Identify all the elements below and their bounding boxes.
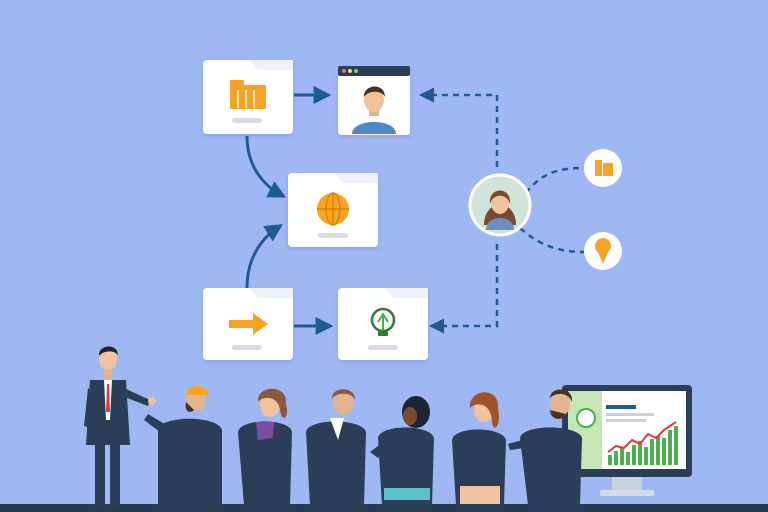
window-dot-yellow [348, 69, 352, 73]
window-dot-green [354, 69, 358, 73]
dashed-hub-to-lightbulb [429, 244, 499, 334]
arrow-right-icon [229, 313, 268, 335]
audience [144, 385, 582, 505]
globe-icon [317, 192, 349, 226]
hub-avatar[interactable] [468, 173, 532, 237]
badge-icon [595, 238, 611, 264]
satellite-badge[interactable] [584, 232, 622, 270]
folder-card-bottom-right[interactable] [338, 288, 428, 360]
folder-card-center[interactable] [288, 173, 378, 247]
folder-icon [230, 80, 266, 109]
monitor [562, 385, 692, 496]
user-avatar-icon [352, 86, 396, 134]
satellite-book[interactable] [584, 149, 622, 187]
book-icon [595, 160, 613, 176]
line-chart-icon [607, 421, 678, 465]
connectors [245, 86, 585, 335]
arrow-folder-to-center [245, 135, 287, 198]
floor-strip [0, 504, 768, 512]
dashed-hub-to-profile [419, 87, 499, 167]
lightbulb-icon [370, 307, 396, 336]
arrow-bottom-to-center [245, 224, 284, 289]
profile-window[interactable] [338, 66, 410, 135]
folder-card-top-left[interactable] [203, 60, 293, 134]
folder-card-bottom-left[interactable] [203, 288, 293, 360]
window-dot-red [342, 69, 346, 73]
woman-avatar-icon [484, 190, 516, 230]
dashed-hub-to-book [525, 166, 584, 194]
dashed-hub-to-badge [519, 227, 585, 254]
presenter [84, 346, 156, 506]
